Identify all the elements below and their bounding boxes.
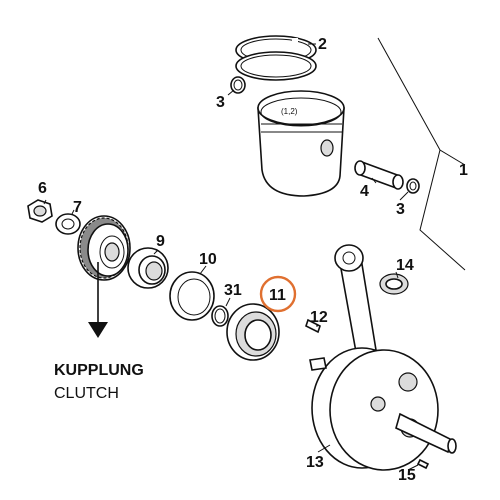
callout-1: 1 (459, 162, 468, 179)
needle-bearing (379, 273, 409, 295)
callout-7: 7 (73, 199, 82, 216)
piston-assembly-bracket (377, 37, 466, 271)
callout-6: 6 (38, 180, 47, 197)
callout-3-top: 3 (216, 94, 225, 111)
callout-14: 14 (396, 257, 414, 274)
piston-rings (235, 35, 317, 81)
callout-11-highlight (259, 275, 297, 313)
leader-lines (43, 43, 419, 471)
callout-10: 10 (199, 251, 217, 268)
crank-key (416, 458, 430, 470)
o-ring (211, 305, 229, 327)
oil-seal (127, 247, 169, 289)
washer (55, 213, 81, 235)
circlip-bottom (406, 178, 420, 194)
woodruff-key (305, 318, 321, 334)
callout-2: 2 (318, 36, 327, 53)
primary-gear (77, 215, 131, 281)
nut (27, 199, 53, 223)
piston-size-mark: (1,2) (281, 107, 298, 116)
crankshaft (309, 244, 457, 471)
callout-13: 13 (306, 454, 324, 471)
callout-12: 12 (310, 309, 328, 326)
main-bearing (226, 303, 280, 361)
clutch-direction-arrow (88, 262, 108, 338)
callout-15: 15 (398, 467, 416, 484)
callout-11: 11 (269, 287, 286, 304)
clutch-label-english: CLUTCH (54, 385, 119, 402)
spacer-ring (169, 271, 215, 321)
piston: (1,2) (257, 90, 345, 197)
callout-3-bottom: 3 (396, 201, 405, 218)
circlip-top (230, 76, 246, 94)
piston-pin (354, 160, 404, 190)
callout-9: 9 (156, 233, 165, 250)
clutch-label-german: KUPPLUNG (54, 362, 144, 379)
callout-31: 31 (224, 282, 242, 299)
callout-4: 4 (360, 183, 369, 200)
